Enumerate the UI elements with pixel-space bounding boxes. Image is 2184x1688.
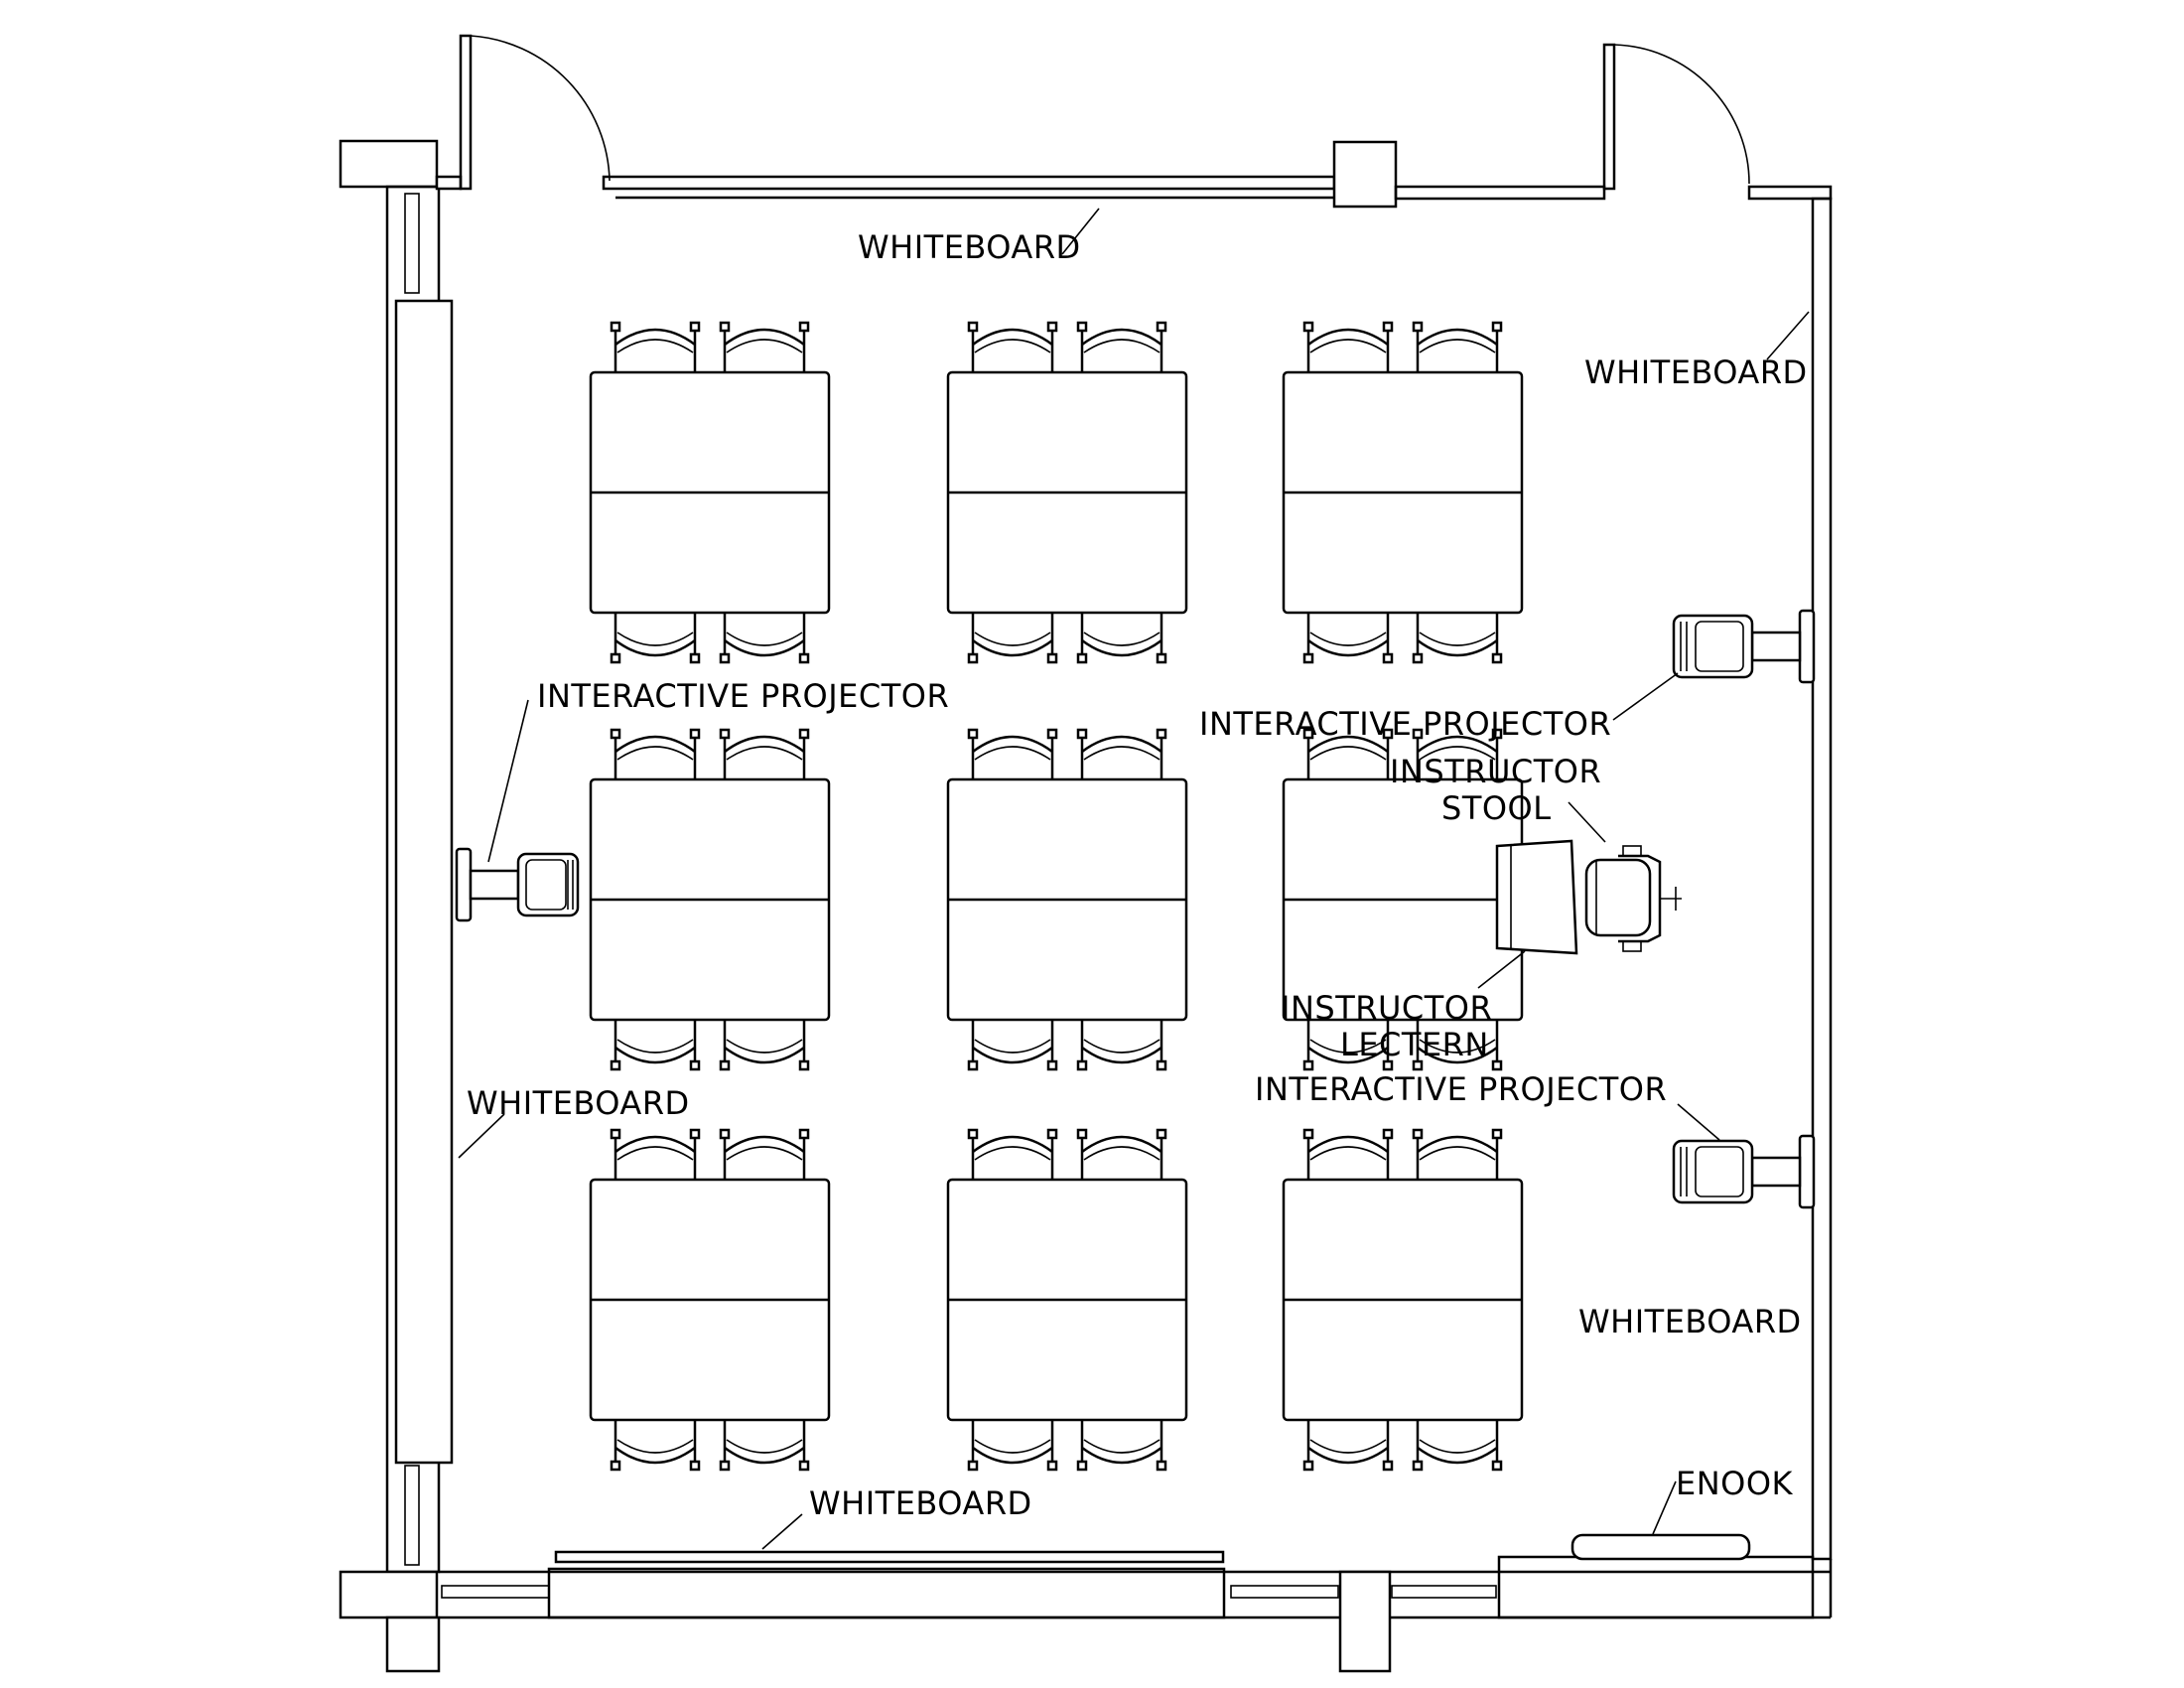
- chair: [1076, 613, 1167, 664]
- label-whiteboard-right-upper: WHITEBOARD: [1584, 353, 1808, 391]
- label-instructor-stool-2: STOOL: [1441, 789, 1552, 827]
- table-cluster: [589, 321, 831, 664]
- leader-lines: [458, 208, 1810, 1550]
- chair: [1302, 1128, 1394, 1180]
- door-top-right[interactable]: [1602, 43, 1750, 191]
- enook: [1570, 1533, 1751, 1561]
- label-projector-right-lower: INTERACTIVE PROJECTOR: [1255, 1070, 1667, 1108]
- chair: [610, 1020, 701, 1071]
- table-cluster: [946, 1128, 1188, 1472]
- table-cluster: [946, 321, 1188, 664]
- whiteboard-top: [602, 175, 1336, 191]
- label-instructor-stool-1: INSTRUCTOR: [1390, 753, 1601, 790]
- chair: [719, 613, 810, 664]
- chair: [1412, 1128, 1503, 1180]
- chair: [719, 1420, 810, 1472]
- chair: [967, 728, 1058, 779]
- instructor-lectern: [1495, 839, 1578, 955]
- chair: [1412, 613, 1503, 664]
- chair: [610, 1420, 701, 1472]
- chair: [967, 1020, 1058, 1071]
- label-whiteboard-left: WHITEBOARD: [467, 1084, 690, 1122]
- chair: [610, 613, 701, 664]
- chair: [1302, 728, 1394, 779]
- chair: [1302, 321, 1394, 372]
- walls: [339, 34, 1833, 1673]
- label-whiteboard-top: WHITEBOARD: [858, 228, 1081, 266]
- table-cluster: [946, 728, 1188, 1071]
- label-instructor-lectern-1: INSTRUCTOR: [1281, 989, 1492, 1027]
- table-cluster: [589, 728, 831, 1071]
- table-cluster: [589, 1128, 831, 1472]
- door-top-left[interactable]: [459, 34, 611, 191]
- chair: [1412, 728, 1503, 779]
- projector-right-lower: [1672, 1134, 1816, 1209]
- projector-left: [455, 847, 580, 922]
- chair: [1076, 321, 1167, 372]
- chair: [610, 1128, 701, 1180]
- chair: [1412, 1420, 1503, 1472]
- chair: [719, 1020, 810, 1071]
- label-whiteboard-bottom: WHITEBOARD: [809, 1484, 1032, 1522]
- chair: [719, 728, 810, 779]
- label-projector-right-upper: INTERACTIVE PROJECTOR: [1199, 705, 1611, 743]
- chair: [1412, 1020, 1503, 1071]
- chair: [1076, 1420, 1167, 1472]
- chair: [719, 321, 810, 372]
- chair: [967, 613, 1058, 664]
- table-cluster: [1282, 321, 1524, 664]
- chair: [610, 321, 701, 372]
- chair: [1076, 1128, 1167, 1180]
- table-cluster: [1282, 728, 1524, 1071]
- whiteboard-bottom: [547, 1567, 1226, 1619]
- student-tables: [589, 321, 1524, 1472]
- chair: [1076, 728, 1167, 779]
- whiteboard-left: [394, 299, 454, 1465]
- chair: [967, 1420, 1058, 1472]
- chair: [967, 1128, 1058, 1180]
- chair: [1412, 321, 1503, 372]
- labels: WHITEBOARD WHITEBOARD INTERACTIVE PROJEC…: [467, 228, 1808, 1522]
- chair: [1302, 1420, 1394, 1472]
- chair: [1302, 1020, 1394, 1071]
- chair: [719, 1128, 810, 1180]
- instructor-stool: [1584, 845, 1682, 952]
- chair: [967, 321, 1058, 372]
- label-instructor-lectern-2: LECTERN: [1340, 1026, 1489, 1063]
- table-cluster: [1282, 1128, 1524, 1472]
- label-whiteboard-right-lower: WHITEBOARD: [1578, 1303, 1802, 1340]
- chair: [610, 728, 701, 779]
- label-enook: ENOOK: [1676, 1465, 1794, 1502]
- chair: [1302, 613, 1394, 664]
- label-projector-left: INTERACTIVE PROJECTOR: [537, 677, 949, 715]
- projector-right-upper: [1672, 609, 1816, 684]
- chair: [1076, 1020, 1167, 1071]
